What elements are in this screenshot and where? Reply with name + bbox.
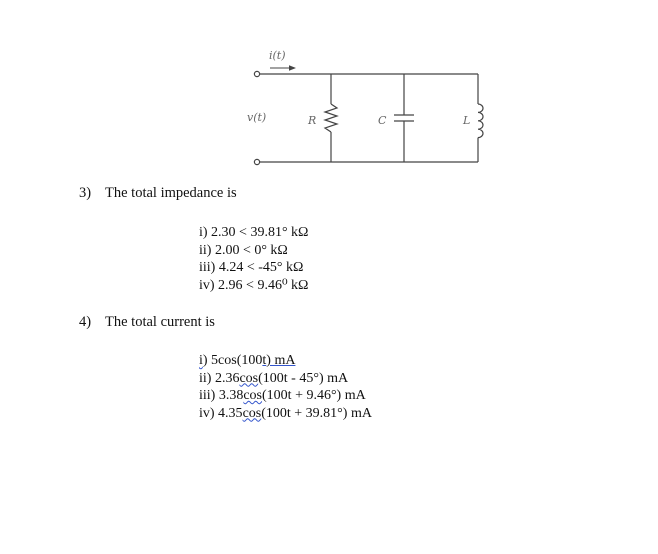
question-3-number: 3) — [79, 185, 92, 201]
q4-option-3: iii) 3.38cos(100t + 9.46°) mA — [199, 388, 366, 403]
q3-option-2: ii) 2.00 < 0° kΩ — [199, 242, 288, 258]
question-4-options: i) 5cos(100t) mA ii) 2.36cos(100t - 45°)… — [199, 352, 372, 422]
top-terminal — [253, 70, 261, 78]
question-4-text: The total current is — [105, 314, 215, 330]
q4-option-4: iv) 4.35cos(100t + 39.81°) mA — [199, 405, 372, 421]
capacitor-label: C — [378, 114, 387, 127]
question-3: 3) The total impedance is — [79, 185, 237, 202]
question-4: 4) The total current is — [79, 314, 215, 331]
resistor-label: R — [307, 114, 316, 127]
q3-option-3: iii) 4.24 < -45° kΩ — [199, 260, 304, 275]
q3-option-1: i) 2.30 < 39.81° kΩ — [199, 225, 309, 240]
q3-option-4: iv) 2.96 < 9.46⁰ kΩ — [199, 277, 309, 293]
voltage-label: v(t) — [247, 111, 266, 124]
question-4-number: 4) — [79, 314, 92, 330]
parallel-rlc-circuit: i(t) v(t) R C L — [247, 49, 484, 166]
question-3-options: i) 2.30 < 39.81° kΩ ii) 2.00 < 0° kΩ iii… — [199, 224, 308, 294]
question-3-text: The total impedance is — [105, 185, 237, 201]
current-label: i(t) — [269, 49, 286, 62]
bottom-terminal — [253, 158, 261, 166]
inductor-label: L — [462, 114, 470, 127]
q4-option-1: i) 5cos(100t) mA — [199, 353, 296, 368]
q4-option-2: ii) 2.36cos(100t - 45°) mA — [199, 370, 349, 386]
